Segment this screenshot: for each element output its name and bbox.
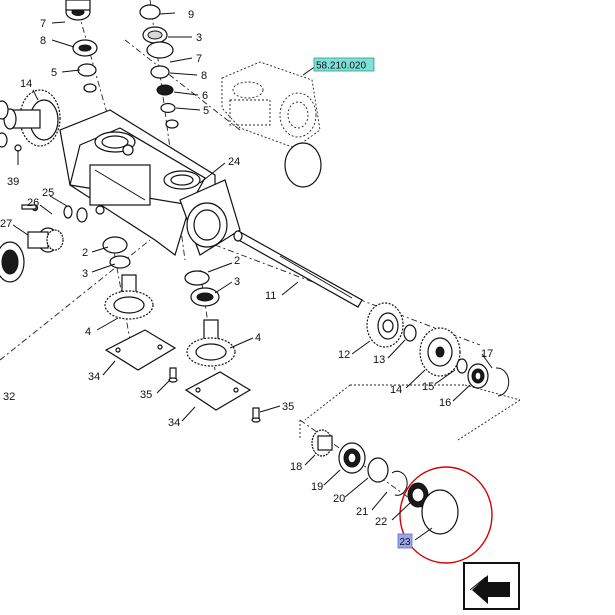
callout-15: 15 [422, 381, 434, 393]
cover-plate-34-right [184, 371, 252, 411]
callout-4: 4 [255, 332, 261, 344]
part-group-left-side [0, 204, 88, 283]
reference-link[interactable]: 58.210.020 [313, 57, 375, 72]
callout-3: 3 [234, 276, 240, 288]
callout-5: 5 [203, 105, 209, 117]
ring-20 [367, 457, 389, 483]
reference-link-label: 58.210.020 [316, 61, 366, 72]
part-group-center-column [139, 4, 179, 129]
callout-8: 8 [40, 35, 46, 47]
bearing-19 [338, 442, 366, 474]
highlight-circle [399, 466, 493, 564]
gear-12 [366, 302, 404, 348]
seal-22 [407, 482, 429, 508]
callout-12: 12 [338, 349, 350, 361]
callout-21: 21 [356, 506, 368, 518]
callout-14: 14 [20, 78, 32, 90]
gear-14-right [419, 327, 461, 377]
cap-23 [421, 489, 459, 535]
callout-6: 6 [202, 90, 208, 102]
bevel-gear-4-left [102, 236, 154, 320]
callout-26: 26 [27, 197, 39, 209]
part-group-left-column [65, 0, 98, 93]
bevel-gear-4-right [184, 270, 236, 367]
callout-numbers: 7 8 5 9 3 7 8 6 5 14 39 24 25 26 27 2 3 … [0, 9, 493, 528]
callout-7: 7 [40, 18, 46, 30]
callout-22: 22 [375, 516, 387, 528]
washer-15 [456, 358, 468, 374]
callout-11: 11 [265, 290, 276, 302]
callout-27: 27 [0, 218, 12, 230]
callout-5: 5 [51, 67, 57, 79]
callout-17: 17 [481, 348, 493, 360]
callout-34: 34 [88, 371, 100, 383]
callout-25: 25 [42, 187, 54, 199]
back-arrow-icon[interactable] [463, 562, 520, 610]
callout-19: 19 [311, 481, 323, 493]
callout-13: 13 [373, 354, 385, 366]
gear-14-left [0, 89, 61, 165]
leader-lines [12, 12, 493, 541]
callout-35: 35 [140, 389, 152, 401]
callout-3: 3 [196, 32, 202, 44]
callout-8: 8 [201, 70, 207, 82]
washer-13 [403, 324, 417, 342]
callout-14: 14 [390, 384, 402, 396]
callout-2: 2 [234, 255, 240, 267]
callout-39: 39 [7, 176, 19, 188]
highlighted-part-tag[interactable]: 23 [397, 533, 413, 549]
shaft-11 [233, 230, 363, 308]
circlip-17 [495, 367, 510, 397]
gearbox-housing-24 [59, 109, 241, 256]
callout-34: 34 [168, 417, 180, 429]
callout-2: 2 [82, 247, 88, 259]
cover-plate-34-left [104, 329, 177, 371]
callout-7: 7 [196, 53, 202, 65]
bearing-16 [467, 363, 489, 389]
circlip-21 [391, 470, 408, 496]
callout-18: 18 [290, 461, 302, 473]
callout-3: 3 [82, 268, 88, 280]
bolt-35-left [168, 367, 178, 383]
highlighted-part-label: 23 [400, 537, 412, 548]
callout-24: 24 [228, 156, 240, 168]
callout-20: 20 [333, 493, 345, 505]
callout-32: 32 [3, 391, 15, 403]
callout-35: 35 [282, 401, 294, 413]
construction-lines [0, 0, 521, 521]
callout-16: 16 [439, 397, 451, 409]
bolt-35-right [251, 407, 261, 423]
callout-9: 9 [188, 9, 194, 21]
reference-housing-outline [221, 61, 322, 188]
pinion-18 [311, 429, 333, 457]
callout-4: 4 [85, 326, 91, 338]
